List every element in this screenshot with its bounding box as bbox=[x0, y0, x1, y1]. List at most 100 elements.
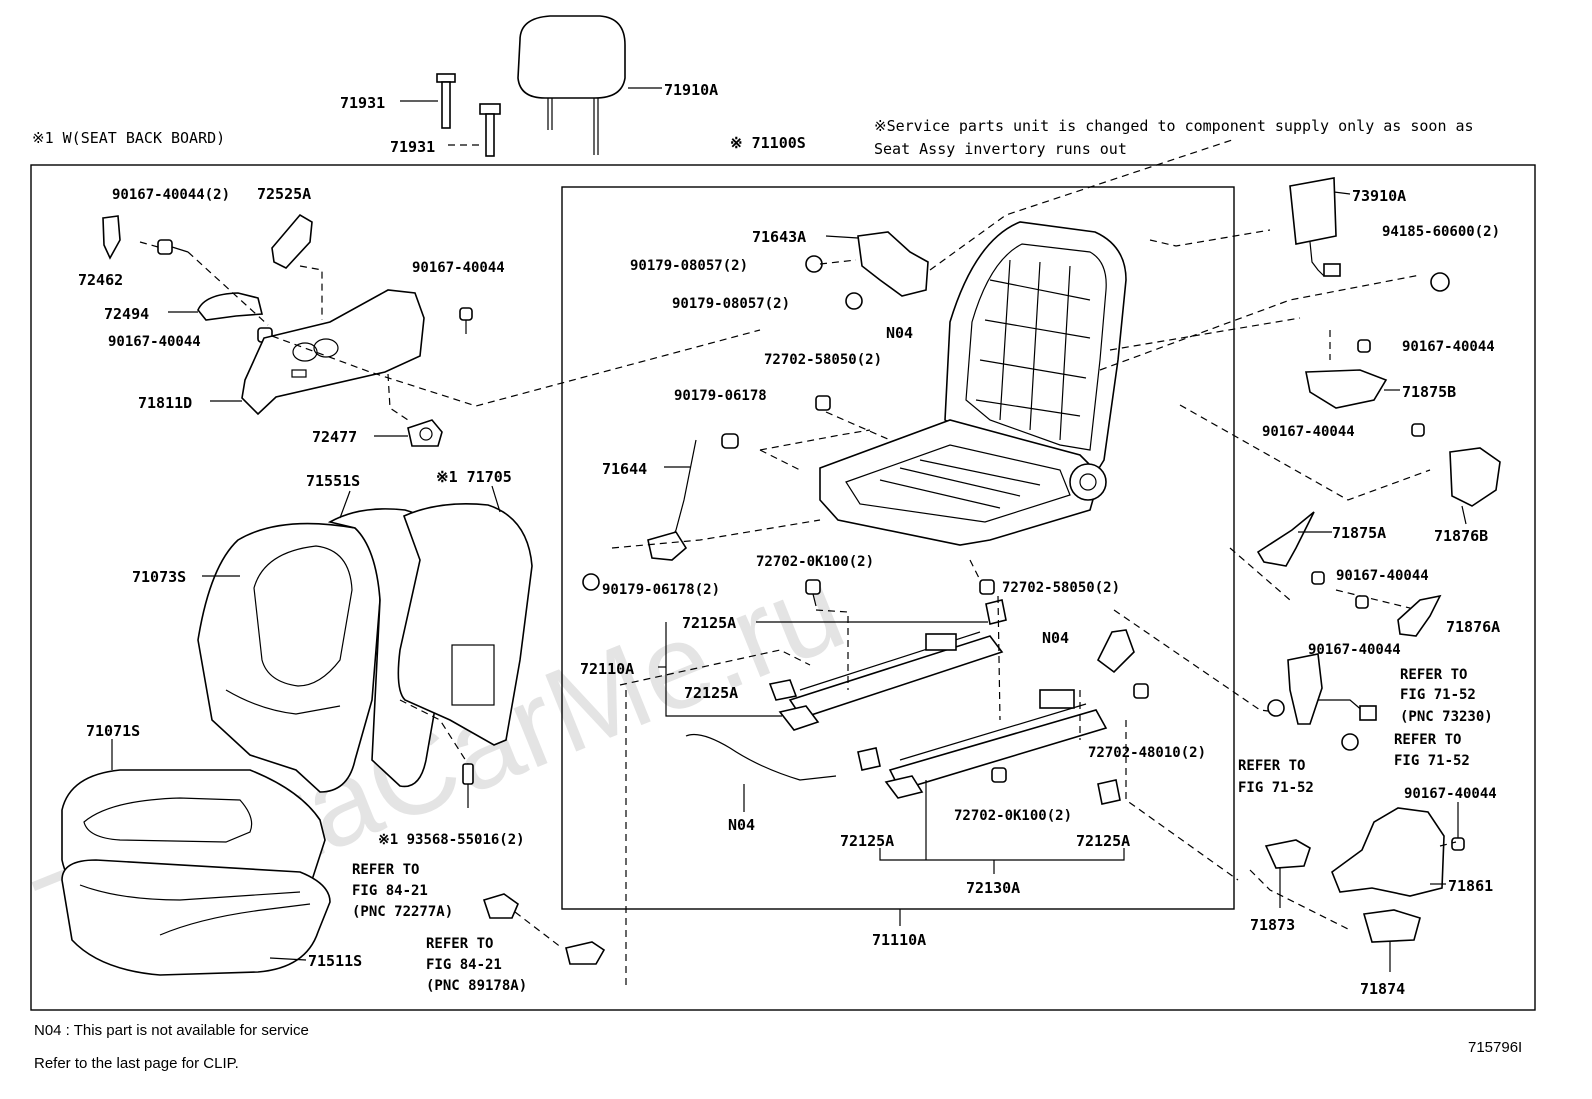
cushion-pad-71511S[interactable] bbox=[61, 859, 331, 976]
refer-84-b-3: (PNC 89178A) bbox=[426, 978, 527, 994]
airbag-73910A[interactable] bbox=[1289, 177, 1341, 277]
seat-adjuster-72110A[interactable] bbox=[778, 631, 1004, 731]
seatback-board-71705[interactable] bbox=[397, 503, 533, 746]
handle-72494[interactable] bbox=[197, 292, 264, 321]
seatbelt-buckle[interactable] bbox=[1287, 653, 1377, 725]
cover-71861[interactable] bbox=[1331, 807, 1445, 897]
bolt-90167-40044-left-c[interactable] bbox=[459, 307, 473, 334]
cable-71644[interactable] bbox=[647, 439, 697, 561]
label-72110A: 72110A bbox=[580, 660, 634, 678]
nut-90179-06178-b[interactable] bbox=[582, 573, 600, 591]
label-71931-a: 71931 bbox=[340, 94, 385, 112]
refer-71-b-2: FIG 71-52 bbox=[1394, 753, 1470, 769]
label-72125A-4: 72125A bbox=[1076, 832, 1130, 850]
bolt-90167-40044-r1[interactable] bbox=[1357, 339, 1371, 353]
label-72462: 72462 bbox=[78, 271, 123, 289]
bracket-72125A-d[interactable] bbox=[1097, 779, 1121, 805]
wire-N04-bottom[interactable] bbox=[685, 733, 837, 781]
label-71876A: 71876A bbox=[1446, 618, 1500, 636]
outer-frame bbox=[30, 164, 1536, 1011]
nut-90179-08057-a[interactable] bbox=[805, 255, 823, 273]
headrest-guide-71931-b[interactable] bbox=[479, 103, 501, 157]
label-72702-48010: 72702-48010(2) bbox=[1088, 745, 1206, 761]
nut-90179-08057-b[interactable] bbox=[845, 292, 863, 310]
cover-72477[interactable] bbox=[407, 419, 443, 447]
label-71073S: 71073S bbox=[132, 568, 186, 586]
cushion-frame[interactable] bbox=[819, 419, 1107, 546]
label-90179-06178: 90179-06178 bbox=[674, 388, 767, 404]
ring-refer-71-52[interactable] bbox=[1267, 699, 1285, 717]
nut-refer-71-52[interactable] bbox=[1341, 733, 1359, 751]
label-72702-58050-a: 72702-58050(2) bbox=[764, 352, 882, 368]
label-72125A-2: 72125A bbox=[684, 684, 738, 702]
bolt-72702-58050-a[interactable] bbox=[815, 395, 831, 411]
refer-71-c-2: FIG 71-52 bbox=[1238, 780, 1314, 796]
note-n04: N04 : This part is not available for ser… bbox=[34, 1022, 309, 1039]
shield-71811D[interactable] bbox=[241, 289, 425, 416]
cover-71876B[interactable] bbox=[1449, 447, 1501, 507]
figure-id: 715796I bbox=[1468, 1039, 1522, 1056]
bolt-90167-40044-r4[interactable] bbox=[1355, 595, 1369, 609]
label-71643A: 71643A bbox=[752, 228, 806, 246]
note-seat-back-board: ※1 W(SEAT BACK BOARD) bbox=[32, 129, 225, 147]
label-N04-mid: N04 bbox=[1042, 629, 1069, 647]
bolt-72702-0K100-a[interactable] bbox=[805, 579, 821, 607]
label-90167-r3: 90167-40044 bbox=[1336, 568, 1429, 584]
note-service-1: ※Service parts unit is changed to compon… bbox=[874, 117, 1474, 135]
bolt-90167-40044-r3[interactable] bbox=[1311, 571, 1325, 585]
label-71875B: 71875B bbox=[1402, 383, 1456, 401]
label-71644: 71644 bbox=[602, 460, 647, 478]
bracket-72125A-a[interactable] bbox=[768, 679, 798, 701]
label-71100S: ※ 71100S bbox=[730, 134, 806, 152]
label-71811D: 71811D bbox=[138, 394, 192, 412]
label-71511S: 71511S bbox=[308, 952, 362, 970]
headrest-guide-71931-a[interactable] bbox=[436, 73, 456, 129]
refer-71-b-1: REFER TO bbox=[1394, 732, 1461, 748]
cover-71876A[interactable] bbox=[1397, 594, 1442, 637]
bracket-72125A-c[interactable] bbox=[857, 747, 881, 771]
label-71874: 71874 bbox=[1360, 980, 1405, 998]
label-71910A: 71910A bbox=[664, 81, 718, 99]
nut-94185-60600[interactable] bbox=[1430, 272, 1450, 292]
label-72477: 72477 bbox=[312, 428, 357, 446]
bolt-90167-40044-r2[interactable] bbox=[1411, 423, 1425, 437]
label-90167-40044-2: 90167-40044(2) bbox=[112, 187, 230, 203]
connector-pnc-89178A[interactable] bbox=[565, 941, 606, 965]
cap-72462[interactable] bbox=[102, 215, 121, 260]
bracket-N04-mid[interactable] bbox=[1096, 629, 1135, 674]
bolt-72702-58050-b[interactable] bbox=[979, 579, 995, 595]
bracket-71873[interactable] bbox=[1264, 839, 1311, 869]
note-clip: Refer to the last page for CLIP. bbox=[34, 1055, 239, 1072]
refer-84-b-2: FIG 84-21 bbox=[426, 957, 502, 973]
bracket-71874[interactable] bbox=[1362, 909, 1421, 943]
cover-71875B[interactable] bbox=[1305, 369, 1388, 409]
bolt-72702-0K100-b[interactable] bbox=[991, 767, 1007, 783]
seat-adjuster-72130A[interactable] bbox=[884, 689, 1108, 799]
lever-cover-72525A[interactable] bbox=[271, 213, 313, 269]
nut-90179-06178[interactable] bbox=[721, 433, 739, 449]
recliner-bracket-71643A[interactable] bbox=[857, 231, 929, 297]
label-71110A: 71110A bbox=[872, 931, 926, 949]
label-93568: ※1 93568-55016(2) bbox=[378, 832, 525, 848]
label-N04-bottom: N04 bbox=[728, 816, 755, 834]
label-72702-58050-b: 72702-58050(2) bbox=[1002, 580, 1120, 596]
refer-71-a-1: REFER TO bbox=[1400, 667, 1467, 683]
connector-pnc-72277A[interactable] bbox=[482, 893, 519, 919]
seatback-frame[interactable] bbox=[944, 221, 1127, 487]
label-90179-08057-a: 90179-08057(2) bbox=[630, 258, 748, 274]
headrest-71910A[interactable] bbox=[517, 15, 626, 155]
bracket-72125A-b[interactable] bbox=[985, 599, 1007, 625]
cover-71875A[interactable] bbox=[1256, 511, 1315, 567]
label-90167-r4: 90167-40044 bbox=[1308, 642, 1401, 658]
bolt-90167-40044-left-a[interactable] bbox=[157, 239, 189, 255]
label-71931-b: 71931 bbox=[390, 138, 435, 156]
refer-84-a-1: REFER TO bbox=[352, 862, 419, 878]
bolt-90167-40044-r5[interactable] bbox=[1451, 802, 1465, 851]
label-90179-08057-b: 90179-08057(2) bbox=[672, 296, 790, 312]
bolt-72702-48010[interactable] bbox=[1133, 683, 1149, 699]
label-72525A: 72525A bbox=[257, 185, 311, 203]
label-90167-left-c: 90167-40044 bbox=[108, 334, 201, 350]
seatback-cover-71073S[interactable] bbox=[197, 522, 381, 793]
label-90167-left-b: 90167-40044 bbox=[412, 260, 505, 276]
